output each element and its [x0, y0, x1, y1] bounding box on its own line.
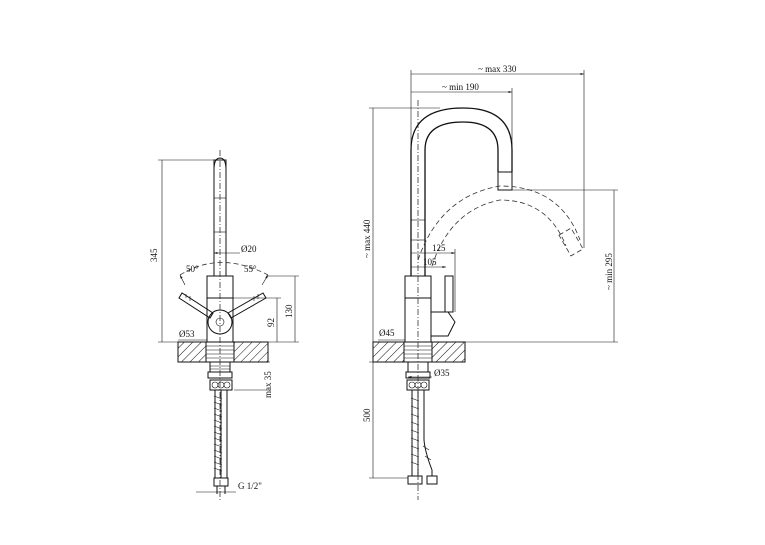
dim-min190: ~ min 190 — [442, 82, 479, 92]
dim-125: 125 — [432, 243, 446, 253]
faucet-body-right — [404, 100, 456, 500]
dim-min295: ~ min 295 — [604, 253, 614, 290]
left-view: 345 Ø20 50° 55° 130 92 Ø53 max 35 G 1/2" — [149, 150, 299, 500]
faucet-body-left — [206, 150, 234, 500]
dim-max440: ~ max 440 — [362, 219, 372, 258]
dim-20: Ø20 — [241, 244, 257, 254]
spout-gooseneck — [410, 107, 513, 276]
dim-thread: G 1/2" — [238, 481, 262, 491]
spout-swing-dashed — [417, 185, 584, 267]
dim-53: Ø53 — [179, 329, 195, 339]
dim-max35: max 35 — [263, 371, 273, 398]
lever-swing-arc-left — [179, 262, 269, 276]
dim-angle-55: 55° — [244, 264, 257, 274]
dim-angle-50: 50° — [186, 264, 199, 274]
dim-max330: ~ max 330 — [478, 64, 517, 74]
lever-handles-left — [178, 292, 267, 319]
dim-92: 92 — [266, 318, 276, 327]
dim-345: 345 — [149, 248, 159, 262]
dim-45: Ø45 — [379, 328, 395, 338]
right-view: ~ max 330 ~ min 190 ~ max 440 125 105 ~ … — [362, 64, 618, 500]
dim-500: 500 — [362, 408, 372, 422]
dim-130: 130 — [284, 304, 294, 318]
supply-hoses-left — [213, 390, 229, 494]
dim-105: 105 — [423, 257, 437, 267]
supply-hoses-right — [407, 390, 438, 485]
dim-35: Ø35 — [434, 368, 450, 378]
